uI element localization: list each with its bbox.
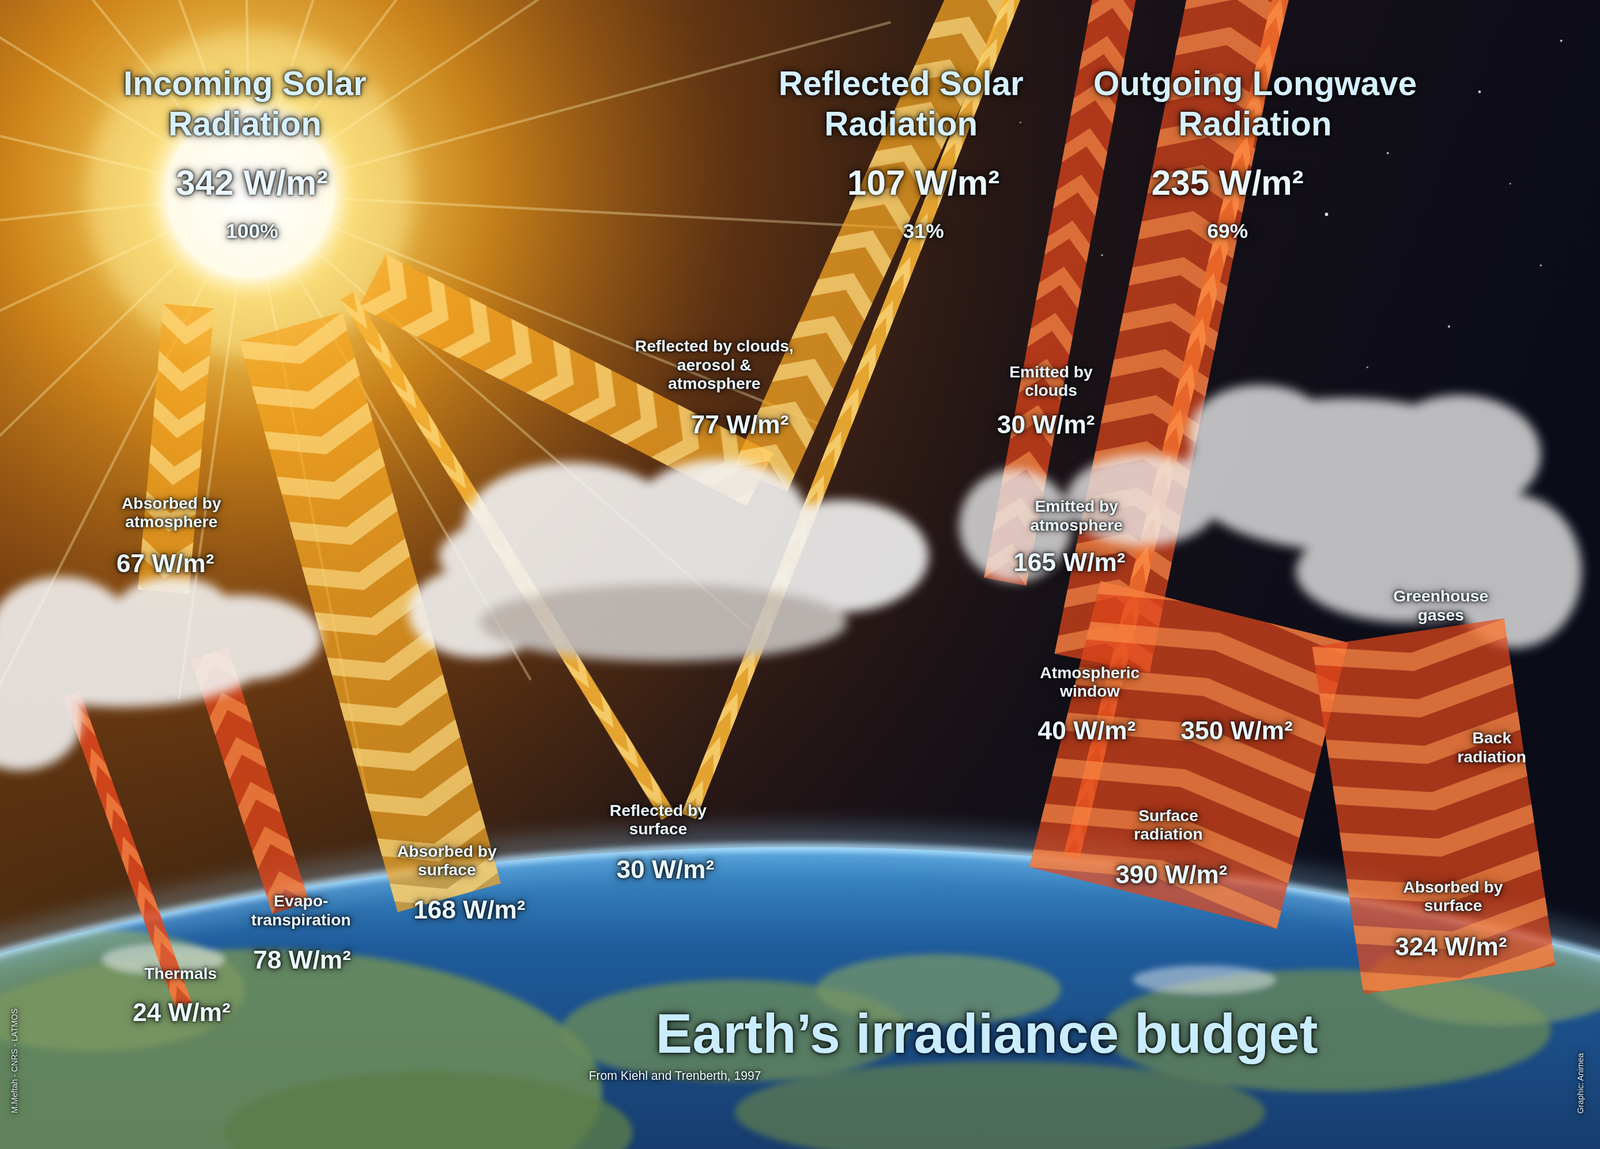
value-label: 235 W/m² [1151,163,1304,203]
flow-label: Reflected by clouds, aerosol & atmospher… [632,336,796,394]
value-label: 30 W/m² [997,410,1096,440]
surface-radiation-band [1029,580,1349,930]
value-label: 342 W/m² [175,163,328,203]
left-cloud [0,576,322,771]
value-label: 31% [903,219,945,244]
value-label: 350 W/m² [1180,716,1293,746]
flow-label: Absorbed by atmosphere [107,493,236,532]
value-label: 168 W/m² [413,895,526,926]
flow-label: Absorbed by surface [388,842,507,880]
flow-label: Emitted by atmosphere [1012,496,1141,535]
value-label: 100% [225,219,279,244]
value-label: 77 W/m² [691,410,790,440]
value-label: Thermals [144,964,217,984]
flow-label: Back radiation [1440,728,1543,766]
heading-label: Outgoing Longwave Radiation [1055,63,1455,145]
value-label: 324 W/m² [1394,932,1507,962]
flow-label: Emitted by clouds [994,362,1108,400]
value-label: 30 W/m² [616,855,715,885]
flow-label: Atmospheric window [1031,663,1149,701]
flow-label: Greenhouse gases [1384,586,1497,625]
credit-label: M.Meftah - CNRS - LATMOS [9,1008,20,1114]
flow-label: Absorbed by surface [1394,877,1512,916]
stars [1019,39,1563,369]
value-label: 390 W/m² [1115,860,1228,890]
source-caption: From Kiehl and Trenberth, 1997 [589,1069,762,1083]
value-label: 107 W/m² [847,163,1000,203]
credit-label: Graphic: Animea [1575,1053,1586,1115]
middle-cloud [408,459,929,662]
value-label: 165 W/m² [1013,548,1126,578]
thermals-band [63,691,192,1009]
heading-label: Incoming Solar Radiation [81,63,409,145]
right-cloud [959,385,1582,649]
value-label: 24 W/m² [132,998,231,1028]
value-label: 40 W/m² [1038,716,1137,746]
back-radiation-band [1312,618,1556,995]
value-label: 67 W/m² [116,549,215,579]
flow-label: Evapo- transpiration [237,891,365,930]
value-label: 69% [1206,219,1248,244]
heading-label: Reflected Solar Radiation [732,63,1070,145]
poster-title: Earth’s irradiance budget [655,1002,1318,1066]
flow-label: Surface radiation [1117,806,1220,844]
flow-label: Reflected by surface [597,801,720,839]
value-label: 78 W/m² [253,945,352,976]
